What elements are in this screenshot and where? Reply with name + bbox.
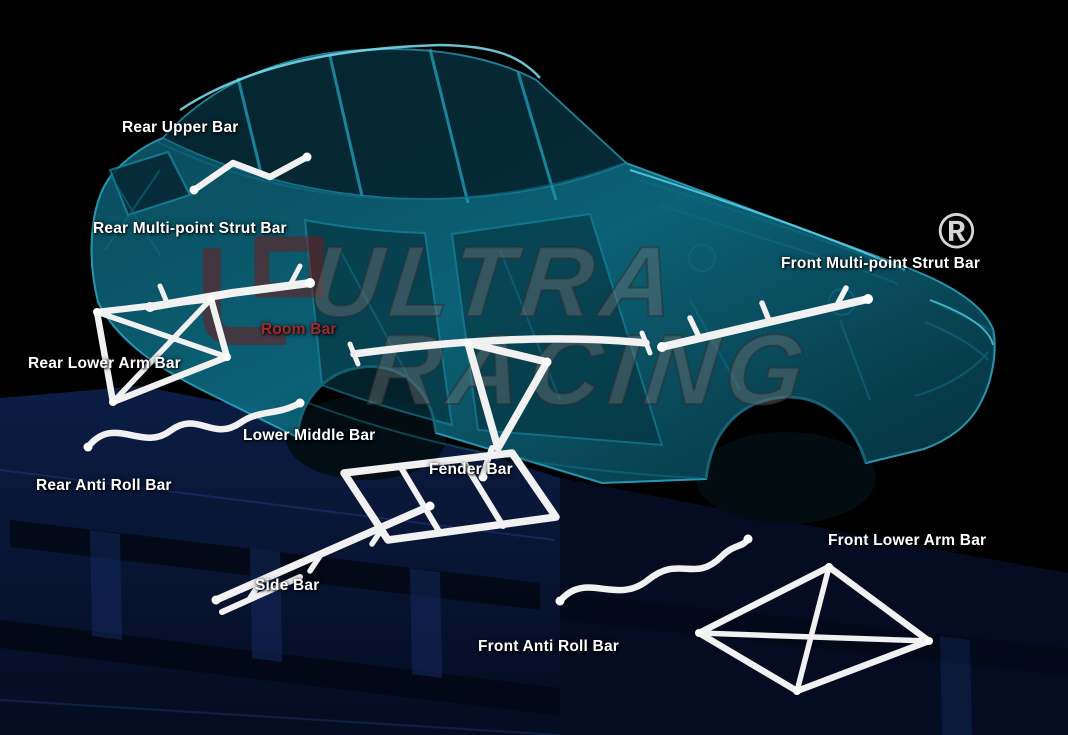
label-front-multi-point-strut-bar: Front Multi-point Strut Bar	[781, 255, 981, 272]
watermark-line2: RACING	[363, 314, 817, 426]
label-rear-multi-point-strut-bar: Rear Multi-point Strut Bar	[93, 220, 287, 237]
registered-trademark: ®	[938, 203, 975, 259]
label-front-lower-arm-bar: Front Lower Arm Bar	[828, 532, 987, 549]
front-anti-roll-bar-graphic	[555, 534, 753, 606]
label-fender-bar: Fender Bar	[429, 461, 513, 478]
rear-anti-roll-bar-graphic	[83, 398, 305, 452]
bars-layer	[83, 152, 933, 695]
label-rear-anti-roll-bar: Rear Anti Roll Bar	[36, 477, 172, 494]
watermark-line1: ULTRA	[304, 226, 687, 338]
front-multi-point-strut-bar-graphic	[657, 285, 873, 352]
side-bar-graphic	[211, 501, 435, 615]
label-side-bar: Side Bar	[255, 577, 320, 594]
label-front-anti-roll-bar: Front Anti Roll Bar	[478, 638, 619, 655]
watermark-text: ULTRA RACING	[303, 225, 818, 427]
room-bar-graphic	[347, 330, 653, 367]
label-lower-middle-bar: Lower Middle Bar	[243, 427, 376, 444]
label-rear-lower-arm-bar: Rear Lower Arm Bar	[28, 355, 181, 372]
fender-bar-graphic	[463, 338, 552, 482]
rear-upper-bar-graphic	[189, 152, 312, 195]
car-body-shell	[90, 43, 996, 524]
rear-lower-arm-bar-graphic	[93, 295, 231, 406]
label-rear-upper-bar: Rear Upper Bar	[122, 119, 239, 136]
lower-middle-bar-graphic	[340, 449, 560, 544]
label-room-bar: Room Bar	[261, 321, 337, 338]
front-lower-arm-bar-graphic	[695, 563, 933, 695]
